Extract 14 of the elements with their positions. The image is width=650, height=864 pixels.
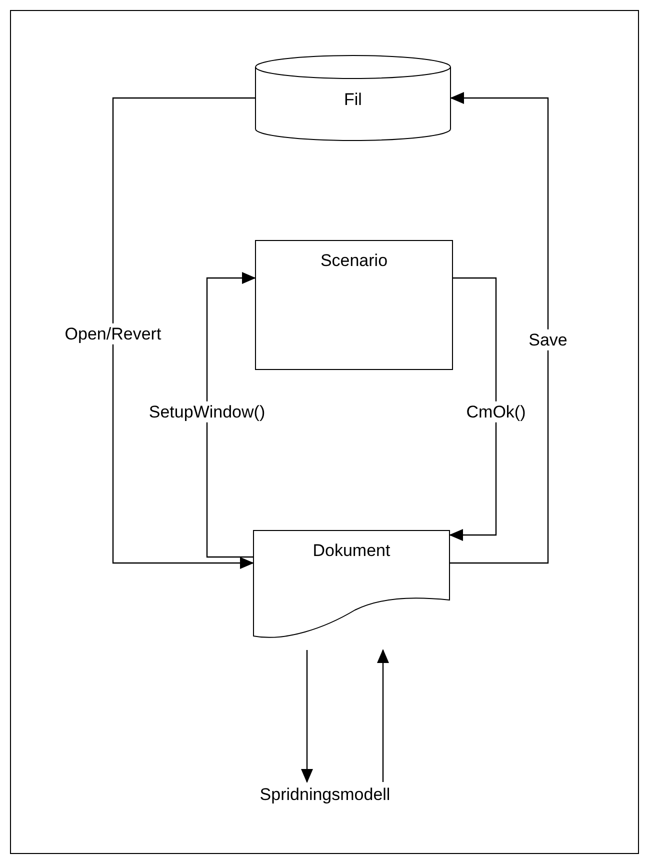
edge-label: Open/Revert (64, 323, 162, 345)
edge-label: SetupWindow() (148, 401, 266, 423)
node-text: Scenario (319, 250, 389, 272)
node-text: Dokument (312, 540, 392, 562)
arrow (206, 272, 256, 558)
arrow (377, 649, 389, 782)
arrow (449, 277, 497, 541)
arrow (112, 97, 255, 569)
edge-label: CmOk() (465, 401, 527, 423)
edge-label: Save (528, 329, 568, 351)
arrow (301, 650, 313, 783)
node-text: Fil (343, 89, 363, 110)
arrow (450, 92, 549, 564)
node-text: Spridningsmodell (258, 784, 392, 806)
